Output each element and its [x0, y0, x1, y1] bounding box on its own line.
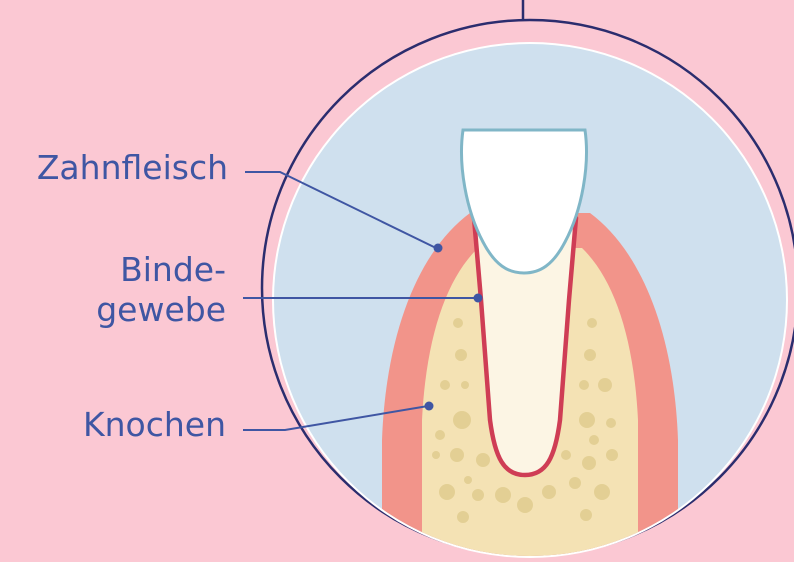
- label-gum: Zahnfleisch: [37, 148, 228, 188]
- connective-pointer-dot: [474, 294, 483, 303]
- bone-pointer-dot: [425, 402, 434, 411]
- label-connective-tissue: Binde- gewebe: [96, 250, 226, 330]
- label-connective-tissue-line2: gewebe: [96, 290, 226, 330]
- gum-pointer-dot: [434, 244, 443, 253]
- label-bone: Knochen: [83, 405, 226, 445]
- label-connective-tissue-line1: Binde-: [96, 250, 226, 290]
